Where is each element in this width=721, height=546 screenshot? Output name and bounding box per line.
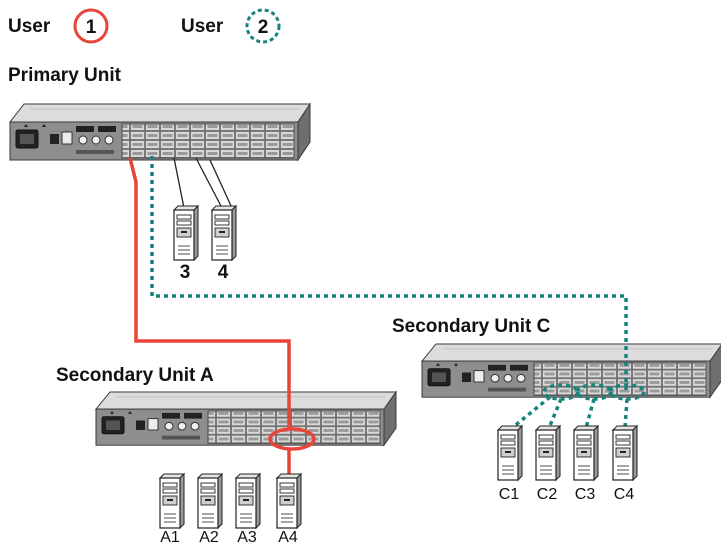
computer-a4-label: A4 xyxy=(278,529,298,546)
computer-c3-label: C3 xyxy=(575,486,596,503)
local-cables xyxy=(173,157,233,209)
computer-a1-label: A1 xyxy=(160,529,180,546)
computer-a2 xyxy=(197,473,223,529)
primary-unit-title: Primary Unit xyxy=(8,65,122,86)
computer-a3-label: A3 xyxy=(237,529,257,546)
computer-c4 xyxy=(612,425,638,481)
user1-circle-icon xyxy=(73,8,109,44)
user2-connection-path xyxy=(150,156,646,430)
computer-3-label: 3 xyxy=(180,262,191,283)
primary-unit-chassis xyxy=(9,103,311,161)
legend-user1-label: User xyxy=(8,16,51,37)
computer-c2 xyxy=(535,425,561,481)
legend-user2-label: User xyxy=(181,16,224,37)
user2-dashed-circle-icon xyxy=(245,8,281,44)
computer-a3 xyxy=(235,473,261,529)
computer-4-label: 4 xyxy=(218,262,229,283)
secondary-unit-c-title: Secondary Unit C xyxy=(392,316,551,337)
computer-c1-label: C1 xyxy=(499,486,520,503)
computer-a4 xyxy=(276,473,302,529)
secondary-unit-a-chassis xyxy=(95,391,397,446)
secondary-unit-c-chassis xyxy=(421,343,721,398)
legend: User 1 User 2 xyxy=(8,8,281,44)
computer-a1 xyxy=(159,473,185,529)
computer-c1 xyxy=(497,425,523,481)
legend-user1-number: 1 xyxy=(86,17,97,38)
computer-c3 xyxy=(573,425,599,481)
computer-a2-label: A2 xyxy=(199,529,219,546)
computer-4 xyxy=(211,205,237,261)
secondary-unit-a-title: Secondary Unit A xyxy=(56,365,214,386)
user1-connection-path xyxy=(128,157,316,474)
computer-c4-label: C4 xyxy=(614,486,635,503)
computer-c2-label: C2 xyxy=(537,486,558,503)
computer-3 xyxy=(173,205,199,261)
legend-user2-number: 2 xyxy=(258,17,269,38)
